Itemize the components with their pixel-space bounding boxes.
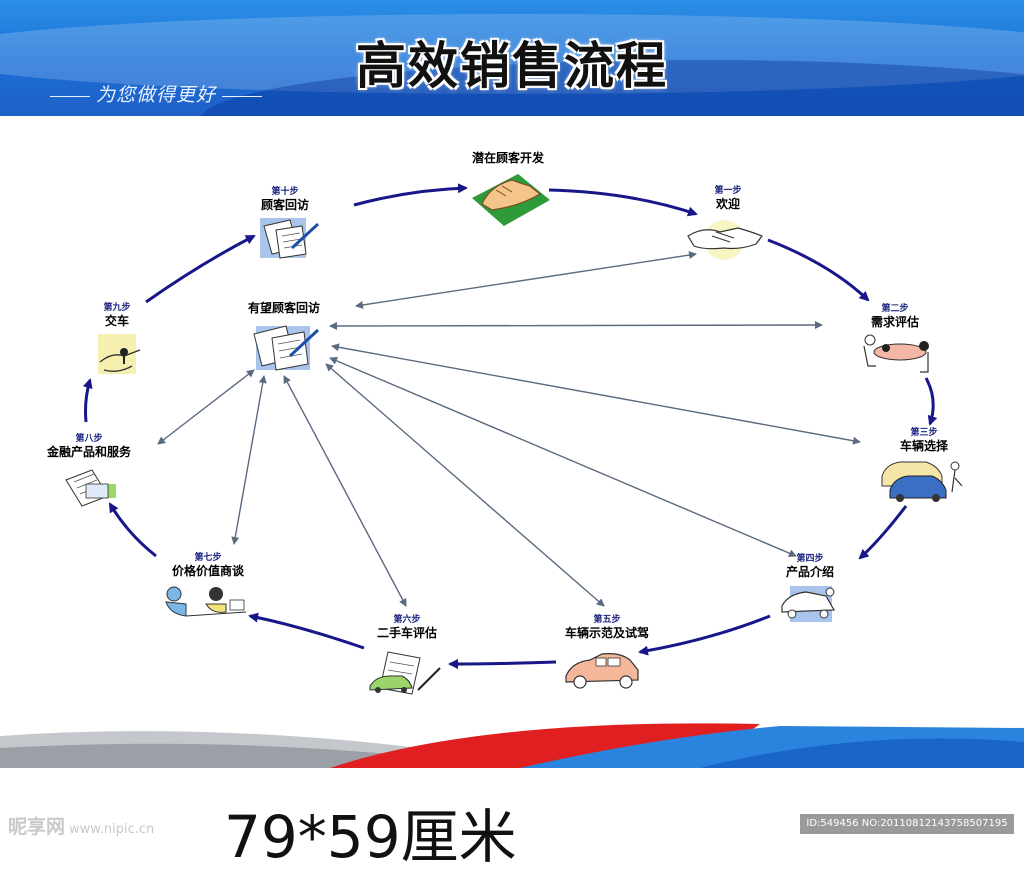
link-center-step1 xyxy=(355,251,697,309)
link-center-step7 xyxy=(231,375,267,545)
car-icon xyxy=(565,653,639,689)
step4-number: 第四步 xyxy=(796,552,823,564)
link-center-step2 xyxy=(329,321,823,330)
link-center-step8 xyxy=(157,369,255,445)
arrow-top-to-step1 xyxy=(548,188,698,217)
step3-number: 第三步 xyxy=(910,426,937,438)
arrow-step3-to-step4 xyxy=(858,505,908,560)
step2-number: 第二步 xyxy=(881,302,908,314)
arrow-step4-to-step5 xyxy=(638,614,771,656)
step5-label: 车辆示范及试驾 xyxy=(565,625,649,640)
header-slogan: 为您做得更好 xyxy=(44,80,268,107)
arrow-step1-to-step2 xyxy=(767,238,870,302)
node-step10: 第十步 顾客回访 xyxy=(260,185,320,259)
watermark-right: ID:549456 NO:20110812143758507195 xyxy=(800,814,1014,834)
center-label: 有望顾客回访 xyxy=(248,300,320,315)
key-handover-icon xyxy=(98,334,141,374)
arrow-step8-to-step9 xyxy=(82,378,93,423)
page-title: 高效销售流程 xyxy=(356,37,668,95)
node-step2: 第二步 需求评估 xyxy=(863,302,929,373)
car-presentation-icon xyxy=(781,586,836,622)
header-banner: 高效销售流程 为您做得更好 xyxy=(0,0,1024,116)
watermark-left-url: www.nipic.cn xyxy=(69,822,155,837)
car-document-icon xyxy=(369,651,441,695)
step10-label: 顾客回访 xyxy=(261,197,309,212)
arrow-step5-to-step6 xyxy=(448,658,557,669)
step5-number: 第五步 xyxy=(593,613,620,625)
document-pen-icon xyxy=(260,218,320,259)
step1-label: 欢迎 xyxy=(715,196,740,211)
arrow-step10-to-top xyxy=(353,183,468,207)
size-text: 79*59厘米 xyxy=(224,803,517,871)
step7-label: 价格价值商谈 xyxy=(172,563,245,578)
sales-process-diagram: 潜在顾客开发 第一步 欢迎 第二步 需求评估 第三步 车辆选择 xyxy=(46,150,963,695)
node-step4: 第四步 产品介绍 xyxy=(781,552,836,622)
node-step7: 第七步 价格价值商谈 xyxy=(165,551,247,617)
top-label: 潜在顾客开发 xyxy=(472,150,545,165)
link-center-step3 xyxy=(331,343,861,445)
cycle-arrows xyxy=(82,183,938,669)
step6-number: 第六步 xyxy=(393,613,420,625)
arrow-step6-to-step7 xyxy=(248,612,365,650)
node-step8: 第八步 金融产品和服务 xyxy=(46,432,132,507)
finance-document-icon xyxy=(65,469,116,507)
shoe-icon xyxy=(472,174,550,226)
step1-number: 第一步 xyxy=(714,184,741,196)
step4-label: 产品介绍 xyxy=(786,564,834,579)
arrow-step7-to-step8 xyxy=(108,502,157,558)
node-step6: 第六步 二手车评估 xyxy=(369,613,441,695)
step6-label: 二手车评估 xyxy=(377,625,437,640)
step3-label: 车辆选择 xyxy=(900,438,949,453)
footer-band xyxy=(0,718,1024,768)
handshake-icon xyxy=(687,220,763,260)
node-center: 有望顾客回访 xyxy=(248,300,320,371)
meeting-icon xyxy=(863,334,929,373)
arrow-step2-to-step3 xyxy=(924,377,938,426)
node-step3: 第三步 车辆选择 xyxy=(881,426,963,502)
watermark-left-brand: 昵享网 xyxy=(8,816,66,838)
step2-label: 需求评估 xyxy=(871,314,919,329)
link-center-step5 xyxy=(325,363,605,607)
arrow-step9-to-step10 xyxy=(145,234,256,304)
document-pen-icon xyxy=(253,325,320,371)
step8-label: 金融产品和服务 xyxy=(46,444,132,459)
node-step9: 第九步 交车 xyxy=(98,301,141,374)
link-center-step6 xyxy=(283,375,407,607)
step9-label: 交车 xyxy=(105,313,129,328)
node-step5: 第五步 车辆示范及试驾 xyxy=(565,613,649,689)
negotiation-icon xyxy=(165,586,247,617)
node-step1: 第一步 欢迎 xyxy=(687,184,763,260)
step10-number: 第十步 xyxy=(271,185,298,197)
step8-number: 第八步 xyxy=(75,432,102,444)
step9-number: 第九步 xyxy=(103,301,130,313)
step7-number: 第七步 xyxy=(194,551,221,563)
cars-icon xyxy=(881,461,963,502)
link-arrows xyxy=(157,251,861,607)
node-top: 潜在顾客开发 xyxy=(472,150,550,226)
